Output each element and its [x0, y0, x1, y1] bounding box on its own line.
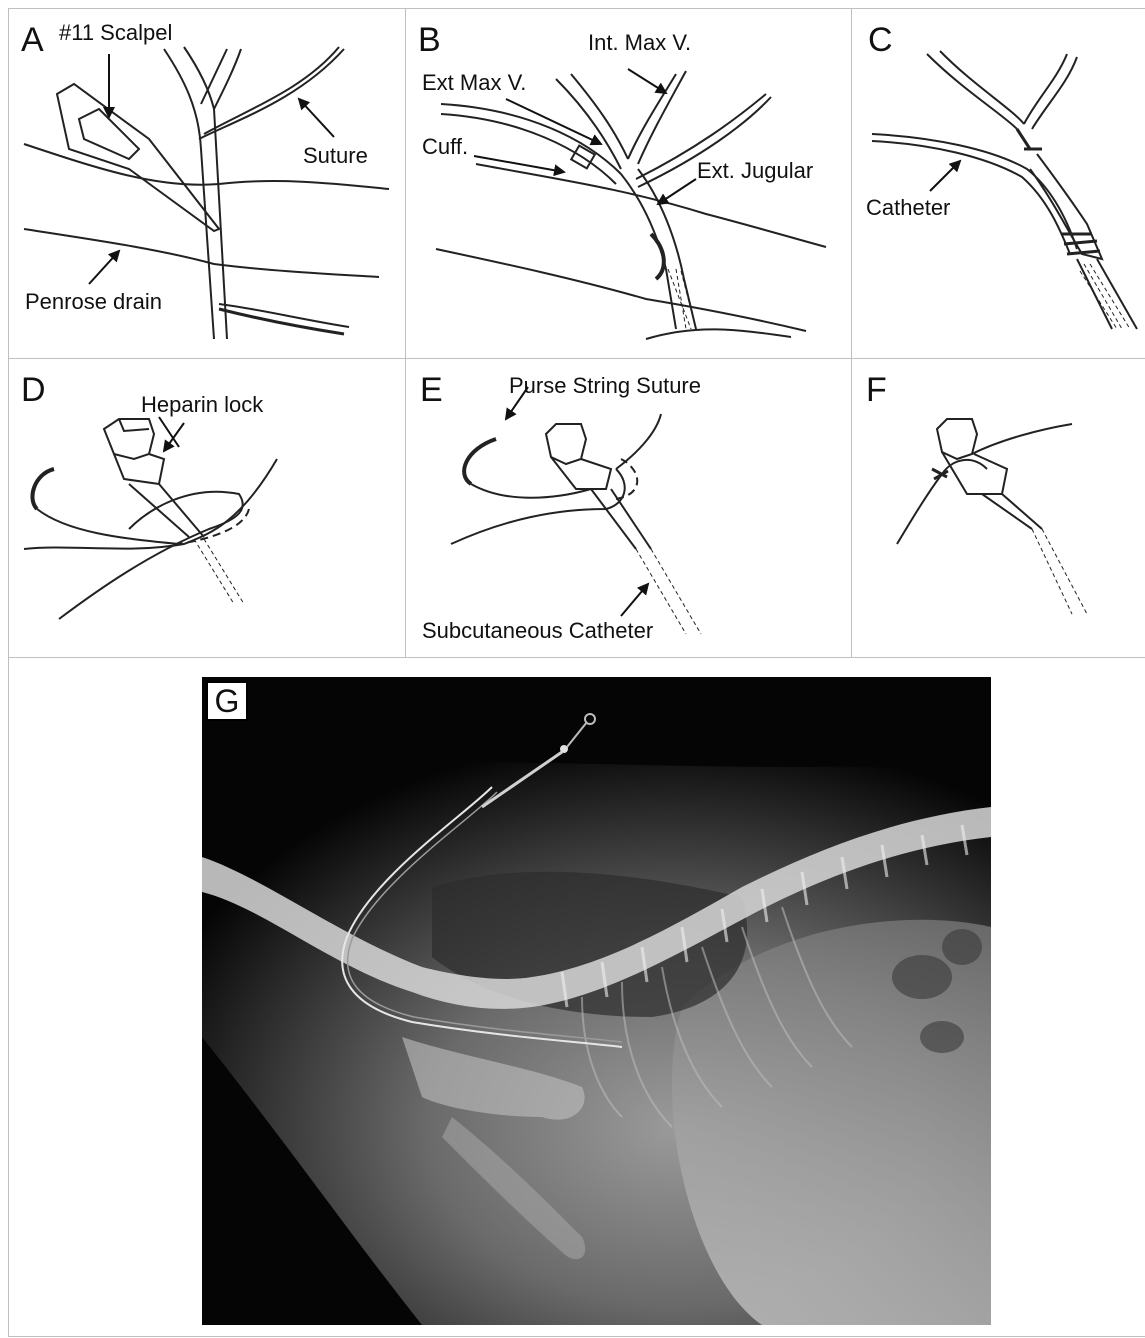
- panel-g-letter: G: [206, 681, 248, 721]
- suture-label: Suture: [303, 145, 368, 167]
- panel-c-drawing: [852, 9, 1145, 358]
- panel-d: D Heparin lock: [9, 359, 405, 657]
- panel-b-drawing: [406, 9, 851, 358]
- scalpel-label: #11 Scalpel: [59, 22, 172, 44]
- panel-a-letter: A: [21, 23, 44, 57]
- panel-e-letter: E: [420, 373, 443, 407]
- penrose-drain-label: Penrose drain: [25, 291, 162, 313]
- panel-e-drawing: [406, 359, 851, 657]
- xray-image: [202, 677, 991, 1325]
- grid-line: [8, 657, 1145, 658]
- ext-jugular-label: Ext. Jugular: [697, 160, 813, 182]
- int-max-vein-label: Int. Max V.: [588, 32, 691, 54]
- cuff-label: Cuff.: [422, 136, 468, 158]
- ext-max-vein-label: Ext Max V.: [422, 72, 526, 94]
- panel-c: C Catheter: [852, 9, 1145, 358]
- panel-f-letter: F: [866, 373, 887, 407]
- panel-g-xray: G: [202, 677, 991, 1325]
- panel-f: F: [852, 359, 1145, 657]
- purse-string-suture-label: Purse String Suture: [509, 375, 701, 397]
- panel-f-drawing: [852, 359, 1145, 657]
- grid-line: [8, 1336, 1145, 1337]
- panel-a: A #11 Scalpel Suture Penrose drain: [9, 9, 405, 358]
- panel-b-letter: B: [418, 23, 441, 57]
- panel-b: B Int. Max V. Ext Max V. Cuff. Ext. Jugu…: [406, 9, 851, 358]
- subcutaneous-catheter-label: Subcutaneous Catheter: [422, 620, 653, 642]
- heparin-lock-label: Heparin lock: [141, 394, 263, 416]
- panel-d-letter: D: [21, 373, 46, 407]
- catheter-label: Catheter: [866, 197, 950, 219]
- panel-e: E Purse String Suture Subcutaneous Cathe…: [406, 359, 851, 657]
- panel-c-letter: C: [868, 23, 893, 57]
